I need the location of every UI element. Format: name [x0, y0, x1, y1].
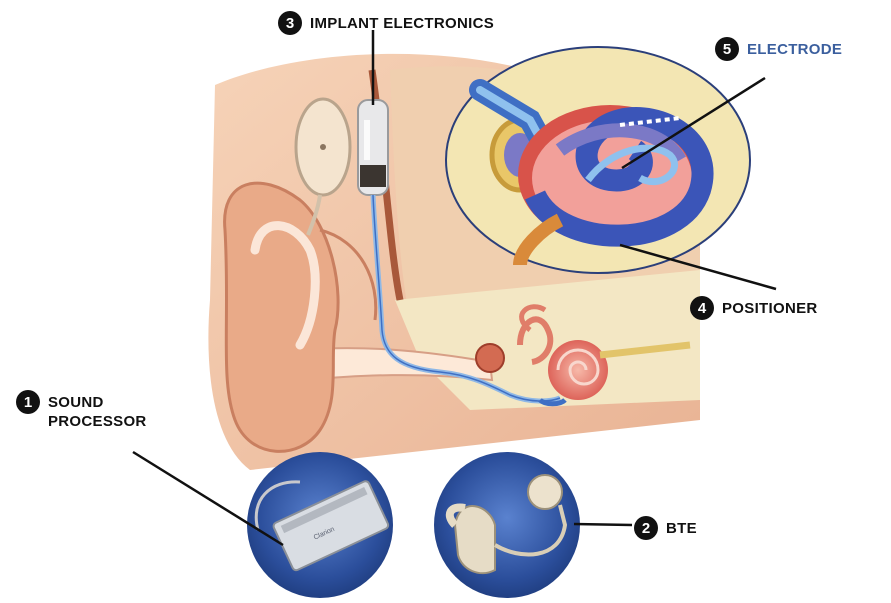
leader-line-bte [574, 524, 632, 525]
callout-sound-processor: 1 SOUND PROCESSOR [16, 390, 147, 431]
bte-disc [434, 452, 580, 598]
callout-label-line: SOUND [48, 393, 147, 412]
callout-implant-electronics: 3 IMPLANT ELECTRONICS [278, 11, 494, 35]
callout-number-badge: 1 [16, 390, 40, 414]
callout-label: SOUND PROCESSOR [48, 390, 147, 431]
callout-number-badge: 4 [690, 296, 714, 320]
callout-number-badge: 3 [278, 11, 302, 35]
callout-bte: 2 BTE [634, 516, 697, 540]
callout-label: ELECTRODE [747, 37, 842, 59]
callout-positioner: 4 POSITIONER [690, 296, 818, 320]
callout-electrode: 5 ELECTRODE [715, 37, 842, 61]
callout-number-badge: 2 [634, 516, 658, 540]
sound-processor-disc: Clarion [247, 452, 393, 598]
callout-label: IMPLANT ELECTRONICS [310, 11, 494, 33]
callout-number-badge: 5 [715, 37, 739, 61]
cochlea-inset [446, 47, 750, 273]
callout-label: BTE [666, 516, 697, 538]
callout-label: POSITIONER [722, 296, 818, 318]
callout-label-line: PROCESSOR [48, 412, 147, 431]
